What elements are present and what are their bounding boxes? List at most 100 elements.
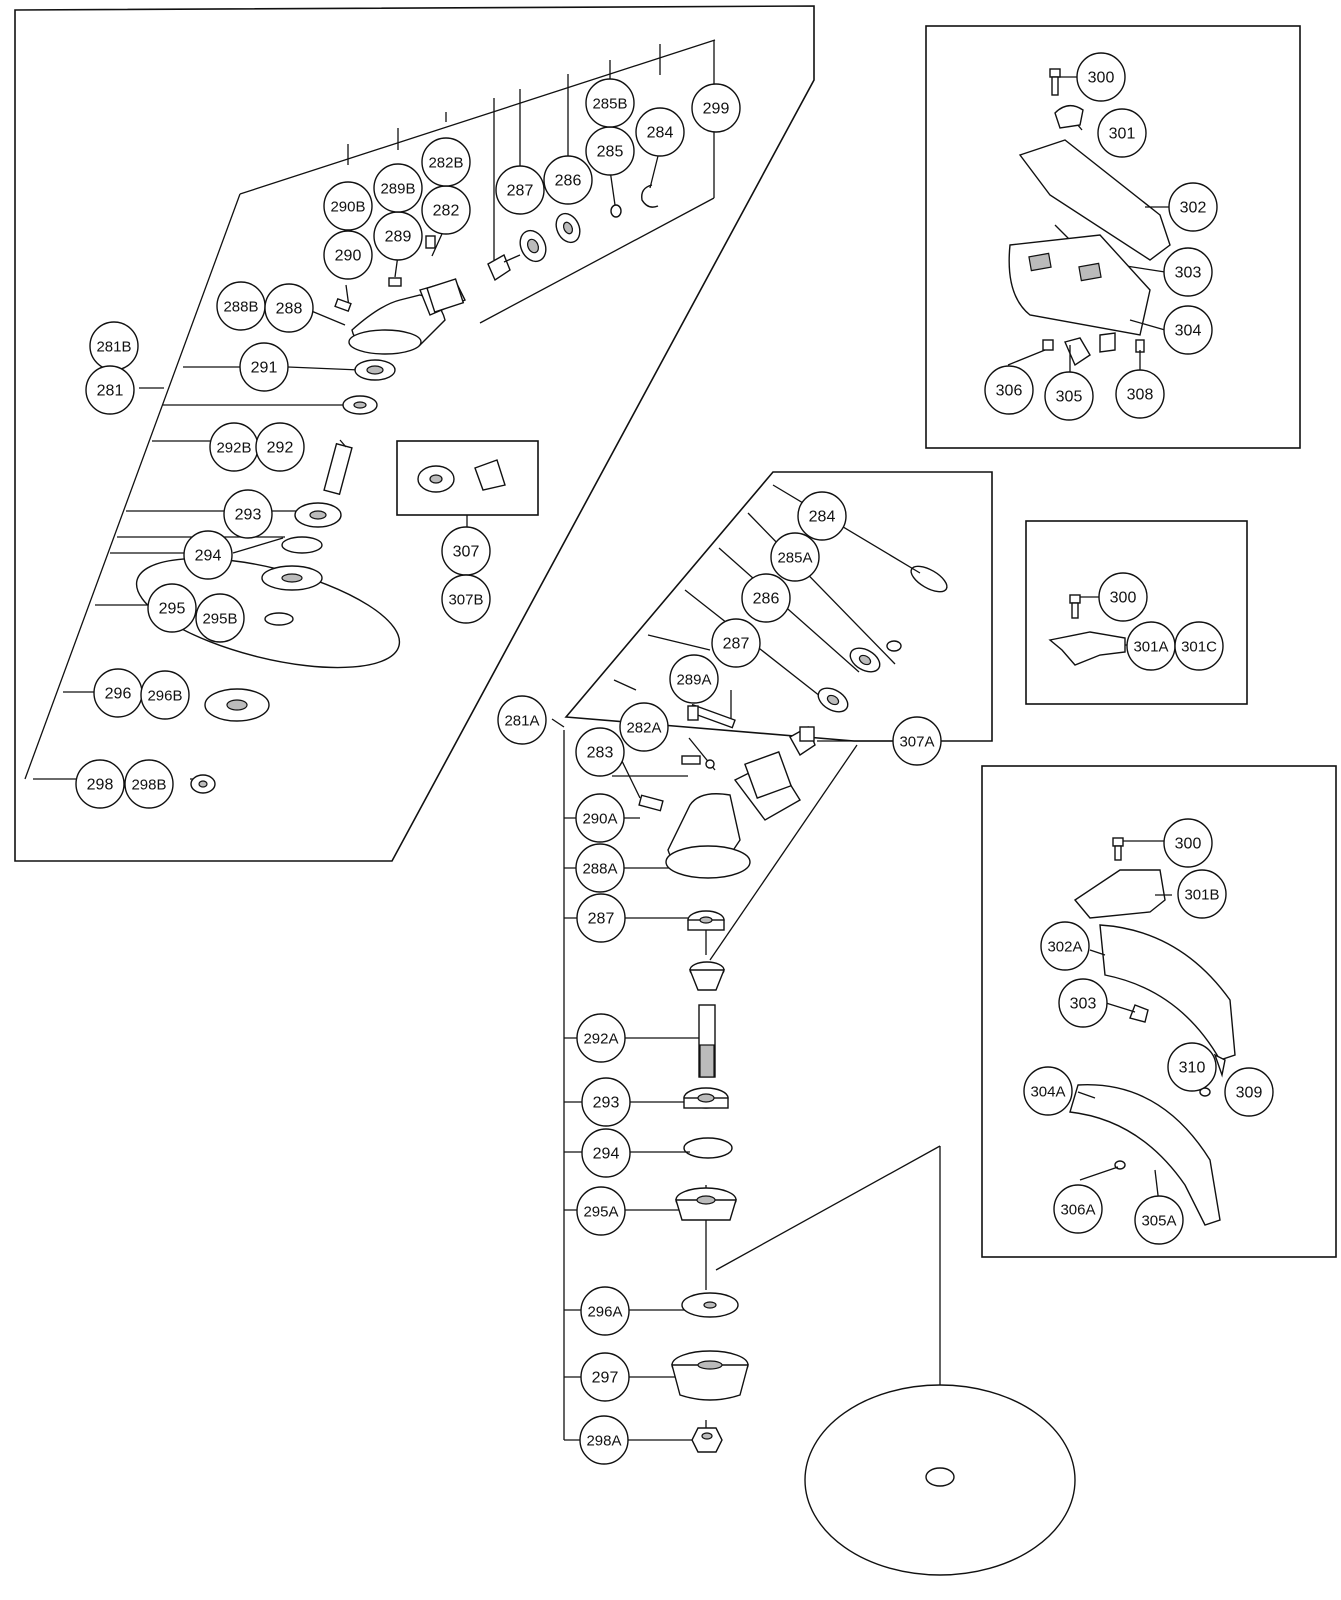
callout-circle	[576, 1186, 626, 1236]
callout-text: 292A	[583, 1031, 618, 1048]
callout-text: 304	[1175, 323, 1202, 340]
callout-d287b: 287	[576, 893, 626, 943]
callout-d290A: 290A	[575, 793, 625, 843]
callout-c287: 287	[495, 165, 545, 215]
callout-circle	[1023, 1066, 1073, 1116]
callout-text: 301A	[1133, 639, 1168, 656]
part-gear-set-307-drawing	[417, 459, 506, 493]
callout-text: 306	[996, 383, 1023, 400]
callout-c293: 293	[223, 489, 273, 539]
callout-text: 303	[1175, 265, 1202, 282]
part-gear-case-288	[348, 278, 466, 355]
callout-d294: 294	[581, 1128, 631, 1178]
callout-text: 293	[593, 1095, 620, 1112]
callout-text: 304A	[1030, 1084, 1065, 1101]
part-center-nut-298A	[691, 1427, 723, 1453]
callout-circle	[373, 163, 423, 213]
callout-text: 302	[1180, 200, 1207, 217]
callout-text: 309	[1236, 1085, 1263, 1102]
callout-circle	[1098, 572, 1148, 622]
callout-c286: 286	[543, 155, 593, 205]
part-washer-285	[610, 204, 622, 218]
part-shaft-292	[323, 439, 353, 496]
part-bearing-293	[294, 502, 342, 528]
callout-circle	[497, 695, 547, 745]
part-bearing-287-top	[519, 229, 547, 263]
callout-text: 307B	[448, 592, 483, 609]
callout-circle	[619, 702, 669, 752]
callout-text: 285B	[592, 96, 627, 113]
callout-c295B: 295B	[195, 593, 245, 643]
callout-text: 287	[588, 911, 615, 928]
callout-text: 298A	[586, 1433, 621, 1450]
callout-text: 282	[433, 203, 460, 220]
part-center-pinion-307A	[789, 725, 816, 757]
callout-d298A: 298A	[579, 1415, 629, 1465]
callout-circle	[75, 759, 125, 809]
callout-text: 285	[597, 144, 624, 161]
callout-d283: 283	[575, 727, 625, 777]
part-center-bolt-290A	[638, 794, 664, 812]
callout-text: 291	[251, 360, 278, 377]
callout-text: 293	[235, 507, 262, 524]
callout-text: 295A	[583, 1204, 618, 1221]
part-center-cup-297	[671, 1350, 749, 1401]
callout-d286: 286	[741, 573, 791, 623]
part-bearing-291	[354, 359, 396, 381]
callout-text: 296A	[587, 1304, 622, 1321]
callout-text: 296B	[147, 688, 182, 705]
callout-circle	[581, 1128, 631, 1178]
callout-text: 282A	[626, 720, 661, 737]
callout-text: 286	[753, 591, 780, 608]
callout-r310: 310	[1167, 1042, 1217, 1092]
callout-c296B: 296B	[140, 670, 190, 720]
frame-guard-box-1	[925, 25, 1301, 449]
callout-d284: 284	[797, 491, 847, 541]
callout-text: 286	[555, 173, 582, 190]
callout-text: 290A	[582, 811, 617, 828]
part-center-gear-case	[665, 751, 801, 879]
part-circlip-284	[641, 184, 659, 208]
guard-box-3-drawing	[1069, 837, 1236, 1226]
callout-k308: 308	[1115, 369, 1165, 419]
callout-text: 290B	[330, 199, 365, 216]
callout-c282: 282	[421, 185, 471, 235]
callout-circle	[124, 759, 174, 809]
part-center-bevel-gear	[688, 961, 726, 991]
callout-circle	[441, 574, 491, 624]
callout-text: 294	[593, 1146, 620, 1163]
callout-circle	[1174, 621, 1224, 671]
callout-text: 289B	[380, 181, 415, 198]
callout-d281A: 281A	[497, 695, 547, 745]
callout-d293: 293	[581, 1077, 631, 1127]
part-holder-295B	[261, 565, 323, 591]
callout-c307B: 307B	[441, 574, 491, 624]
callout-c290: 290	[323, 230, 373, 280]
callout-text: 288A	[582, 861, 617, 878]
part-center-circlip-284	[910, 565, 948, 593]
callout-text: 281	[97, 383, 124, 400]
callout-text: 292B	[216, 440, 251, 457]
callout-k304: 304	[1163, 305, 1213, 355]
callout-text: 289A	[676, 672, 711, 689]
callout-text: 292	[267, 440, 294, 457]
callout-circle	[183, 530, 233, 580]
callout-circle	[576, 893, 626, 943]
callout-circle	[984, 365, 1034, 415]
callout-d288A: 288A	[575, 843, 625, 893]
callout-r309: 309	[1224, 1067, 1274, 1117]
callout-text: 299	[703, 101, 730, 118]
callout-text: 302A	[1047, 939, 1082, 956]
callout-text: 294	[195, 548, 222, 565]
callout-circle	[255, 422, 305, 472]
callout-circle	[495, 165, 545, 215]
callout-circle	[223, 489, 273, 539]
callout-c290B: 290B	[323, 181, 373, 231]
part-bolt-289	[388, 277, 402, 287]
callout-text: 298B	[131, 777, 166, 794]
callout-c292: 292	[255, 422, 305, 472]
callout-circle	[576, 1013, 626, 1063]
callout-text: 281A	[504, 713, 539, 730]
callout-r301B: 301B	[1177, 869, 1227, 919]
